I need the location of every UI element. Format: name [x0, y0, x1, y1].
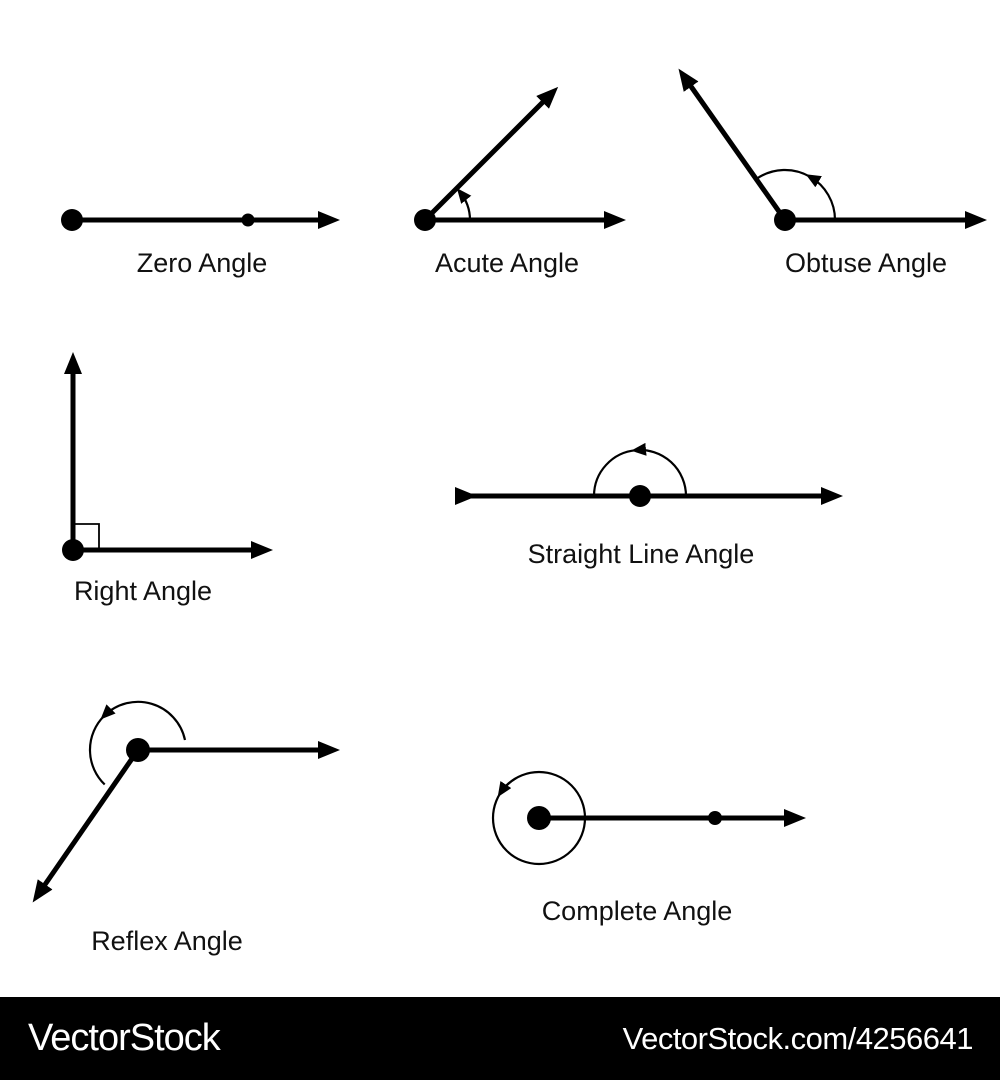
zero-angle-point-dot — [241, 213, 255, 227]
complete-angle-label: Complete Angle — [542, 896, 733, 926]
acute-angle-label: Acute Angle — [435, 248, 579, 278]
right-angle-square-mark — [73, 523, 100, 550]
vectorstock-brand-text: VectorStock — [28, 1017, 221, 1059]
reflex-angle-slant-ray — [32, 748, 141, 903]
zero-angle-label: Zero Angle — [137, 248, 268, 278]
figure-complete-angle: Complete Angle — [491, 770, 806, 926]
acute-angle-arc — [456, 188, 472, 221]
reflex-angle-arc-tail — [88, 715, 106, 786]
complete-angle-point-dot — [708, 811, 722, 825]
reflex-angle-vertex-dot — [126, 738, 150, 762]
figure-right-angle: Right Angle — [62, 352, 273, 606]
figure-zero-angle: Zero Angle — [61, 209, 340, 278]
figure-straight-line-angle: Straight Line Angle — [455, 442, 843, 569]
reflex-angle-label: Reflex Angle — [91, 926, 243, 956]
right-angle-vertex-dot — [62, 539, 84, 561]
straight-angle-arc-tail — [592, 449, 637, 497]
right-angle-label: Right Angle — [74, 576, 212, 606]
figure-reflex-angle: Reflex Angle — [32, 700, 340, 956]
straight-angle-label: Straight Line Angle — [528, 539, 755, 569]
acute-angle-vertex-dot — [414, 209, 436, 231]
straight-angle-vertex-dot — [629, 485, 651, 507]
acute-angle-slant-ray — [423, 86, 559, 222]
obtuse-angle-vertex-dot — [774, 209, 796, 231]
angle-types-diagram: Zero Angle Acute Angle Obtuse Angle Righ… — [32, 68, 987, 956]
obtuse-angle-arc — [805, 174, 837, 221]
obtuse-angle-arc-tail — [756, 168, 811, 180]
complete-angle-arc-arrow — [497, 777, 517, 798]
vectorstock-credit-text: VectorStock.com/4256641 — [622, 1020, 974, 1056]
figure-acute-angle: Acute Angle — [414, 86, 626, 278]
obtuse-angle-label: Obtuse Angle — [785, 248, 947, 278]
obtuse-angle-slant-ray — [678, 68, 788, 222]
straight-angle-arc — [631, 442, 688, 497]
zero-angle-vertex-dot — [61, 209, 83, 231]
figure-obtuse-angle: Obtuse Angle — [678, 68, 987, 278]
complete-angle-circle — [491, 770, 587, 866]
complete-angle-vertex-dot — [527, 806, 551, 830]
reflex-angle-arc — [100, 700, 187, 741]
watermark-bar: VectorStock VectorStock.com/4256641 — [0, 997, 1000, 1080]
